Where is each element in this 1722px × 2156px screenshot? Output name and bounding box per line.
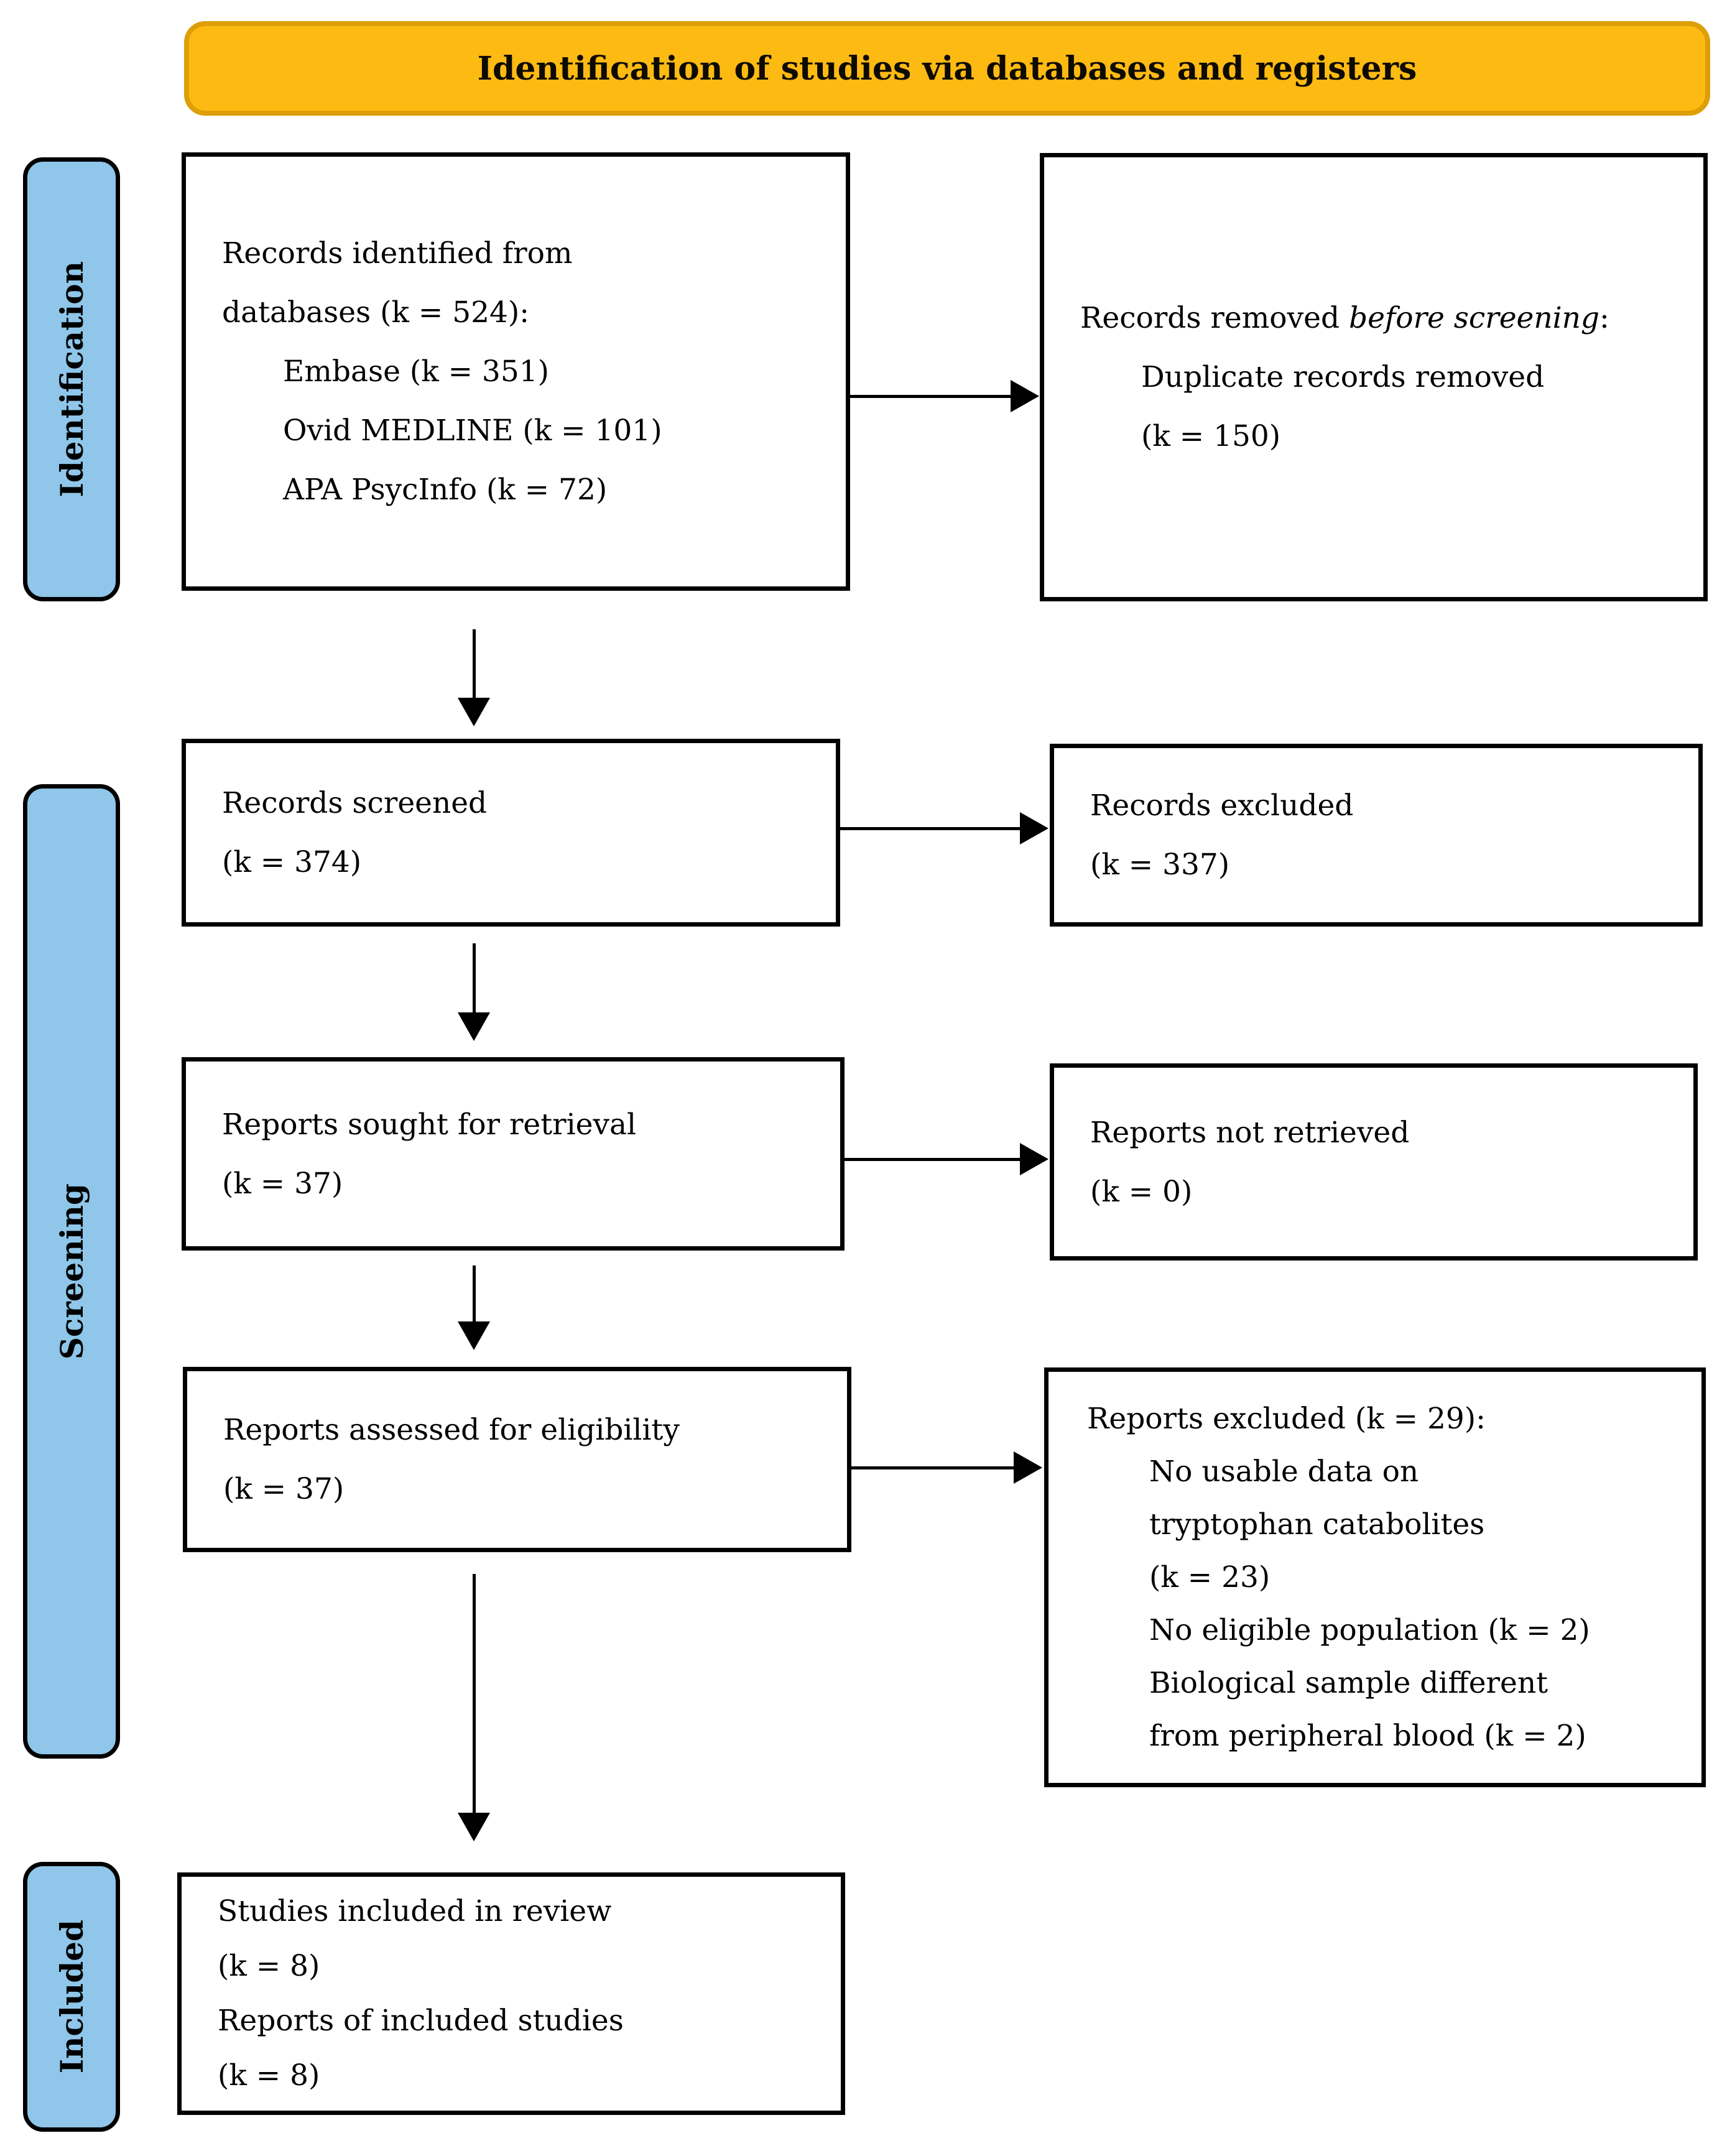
arrow-down-3-head-icon: [458, 1321, 490, 1350]
text-line: APA PsycInfo (k = 72): [283, 473, 608, 507]
text-line: (k = 37): [223, 1472, 345, 1506]
box-reports-sought: Reports sought for retrieval (k = 37): [182, 1057, 845, 1251]
arrow-down-4-head-icon: [458, 1813, 490, 1841]
box-records-removed: Records removed before screening: Duplic…: [1040, 153, 1708, 601]
text-line: tryptophan catabolites: [1149, 1507, 1485, 1542]
stage-label-text: Screening: [53, 1183, 90, 1360]
text-line: from peripheral blood (k = 2): [1149, 1719, 1586, 1753]
text-line: Reports assessed for eligibility: [223, 1413, 680, 1447]
text-segment: Records removed: [1080, 301, 1349, 335]
arrow-right-identification-head-icon: [1011, 380, 1039, 412]
text-line: Records excluded: [1090, 789, 1354, 823]
box-records-identified: Records identified from databases (k = 5…: [182, 152, 850, 591]
arrow-right-screened-head-icon: [1020, 812, 1048, 844]
arrow-right-screened-stem: [840, 827, 1020, 830]
stage-label-included: Included: [23, 1862, 120, 2132]
box-studies-included: Studies included in review (k = 8) Repor…: [177, 1872, 845, 2115]
text-line: Records identified from: [222, 236, 573, 271]
box-reports-excluded: Reports excluded (k = 29): No usable dat…: [1044, 1367, 1706, 1787]
text-line: Embase (k = 351): [283, 354, 549, 389]
stage-label-identification: Identification: [23, 157, 120, 601]
text-line: Duplicate records removed: [1141, 360, 1545, 394]
text-line: (k = 8): [218, 1949, 320, 1983]
arrow-down-4-stem: [473, 1574, 476, 1813]
text-line: Records screened: [222, 786, 488, 820]
text-line: (k = 8): [218, 2058, 320, 2093]
text-line: Reports of included studies: [218, 2004, 624, 2038]
arrow-down-3-stem: [473, 1265, 476, 1321]
text-line: No usable data on: [1149, 1455, 1419, 1489]
banner: Identification of studies via databases …: [184, 21, 1710, 116]
text-line: Reports sought for retrieval: [222, 1107, 637, 1142]
arrow-down-2-stem: [473, 943, 476, 1012]
arrow-down-1-head-icon: [458, 698, 490, 726]
arrow-right-assessed-stem: [851, 1466, 1014, 1469]
text-line: (k = 37): [222, 1166, 343, 1201]
arrow-right-sought-head-icon: [1020, 1143, 1048, 1175]
stage-label-screening: Screening: [23, 784, 120, 1759]
text-line: Ovid MEDLINE (k = 101): [283, 414, 662, 448]
italic-text: before screening: [1348, 301, 1599, 335]
text-line: No eligible population (k = 2): [1149, 1613, 1590, 1647]
banner-title: Identification of studies via databases …: [477, 49, 1417, 88]
arrow-down-2-head-icon: [458, 1012, 490, 1041]
text-line: Reports not retrieved: [1090, 1115, 1410, 1150]
text-line: (k = 150): [1141, 419, 1281, 453]
box-reports-not-retrieved: Reports not retrieved (k = 0): [1050, 1063, 1698, 1261]
arrow-right-sought-stem: [845, 1158, 1020, 1161]
box-records-excluded: Records excluded (k = 337): [1050, 744, 1703, 927]
text-line: (k = 374): [222, 845, 362, 879]
box-reports-assessed: Reports assessed for eligibility (k = 37…: [183, 1367, 851, 1552]
arrow-down-1-stem: [473, 629, 476, 701]
text-line: (k = 23): [1149, 1560, 1271, 1594]
arrow-right-assessed-head-icon: [1014, 1451, 1042, 1484]
text-line: Records removed before screening:: [1080, 289, 1691, 348]
stage-label-text: Identification: [53, 261, 90, 497]
text-line: Studies included in review: [218, 1894, 612, 1928]
text-segment: :: [1599, 301, 1609, 335]
arrow-right-identification-stem: [850, 395, 1011, 398]
text-line: (k = 337): [1090, 848, 1230, 882]
text-line: (k = 0): [1090, 1174, 1193, 1209]
box-records-screened: Records screened (k = 374): [182, 739, 840, 927]
stage-label-text: Included: [53, 1920, 90, 2074]
text-line: Biological sample different: [1149, 1666, 1548, 1700]
text-line: databases (k = 524):: [222, 295, 530, 330]
text-line: Reports excluded (k = 29):: [1087, 1402, 1486, 1436]
